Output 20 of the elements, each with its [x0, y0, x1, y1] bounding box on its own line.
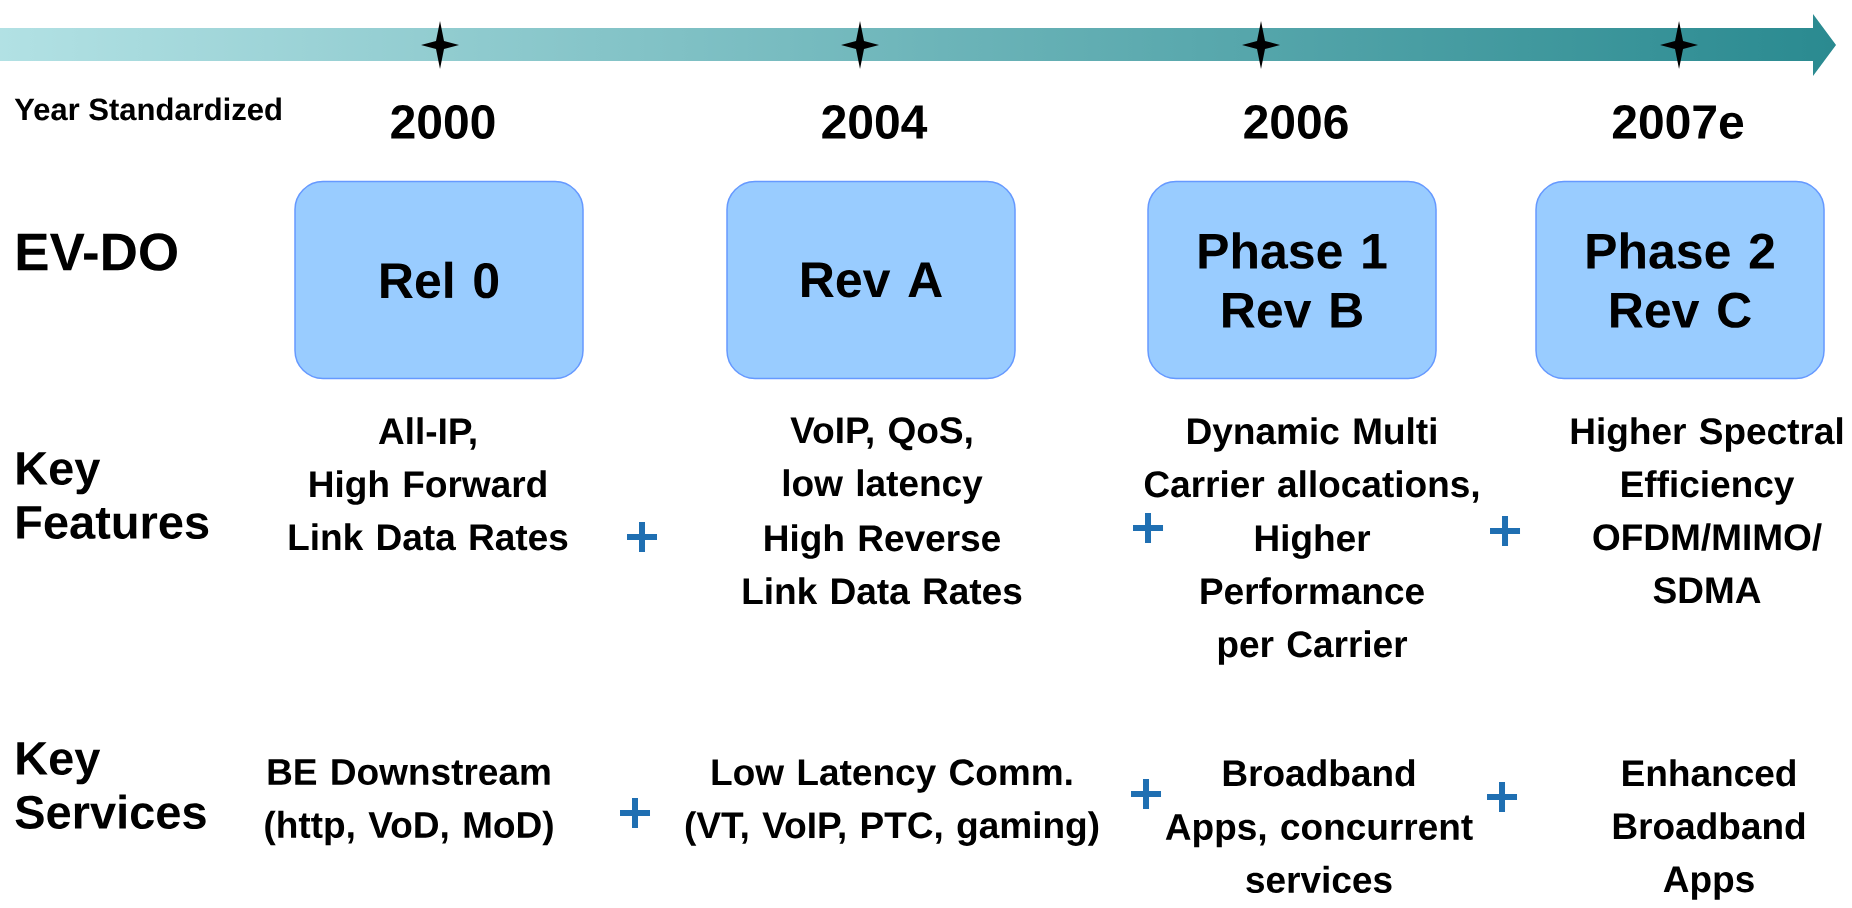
- feature-text: Higher Spectral Efficiency OFDM/MIMO/ SDMA: [1571, 417, 1843, 604]
- service-text: Low Latency Comm. (VT, VoIP, PTC, gaming): [685, 759, 1099, 846]
- row-heading: EV-DO: [17, 233, 177, 271]
- service-text: Broadband: [1223, 759, 1415, 787]
- axis-label: Year Standardized: [14, 97, 281, 121]
- feature-text: High Reverse Link Data Rates: [743, 524, 1022, 605]
- release-box: Rev A: [726, 180, 1016, 380]
- feature-text: Higher Performance per Carrier: [1201, 524, 1424, 665]
- feature-text: High Forward Link Data Rates: [289, 470, 568, 551]
- service-text: Enhanced Broadband Apps: [1613, 759, 1805, 900]
- service-text: Apps, concurrent services: [1165, 814, 1473, 894]
- feature-text: All-IP,: [378, 417, 476, 450]
- row-heading: Key Features: [17, 452, 209, 539]
- service-text: BE Downstream (http, VoD, MoD): [265, 759, 553, 846]
- feature-text: VoIP, QoS, low latency: [783, 417, 983, 504]
- feature-text: Dynamic Multi Carrier allocations,: [1144, 417, 1479, 503]
- release-box: Phase 2 Rev C: [1535, 180, 1825, 380]
- release-box: Phase 1 Rev B: [1147, 180, 1437, 380]
- release-box: Rel 0: [294, 180, 584, 380]
- row-heading: Key Services: [15, 742, 206, 829]
